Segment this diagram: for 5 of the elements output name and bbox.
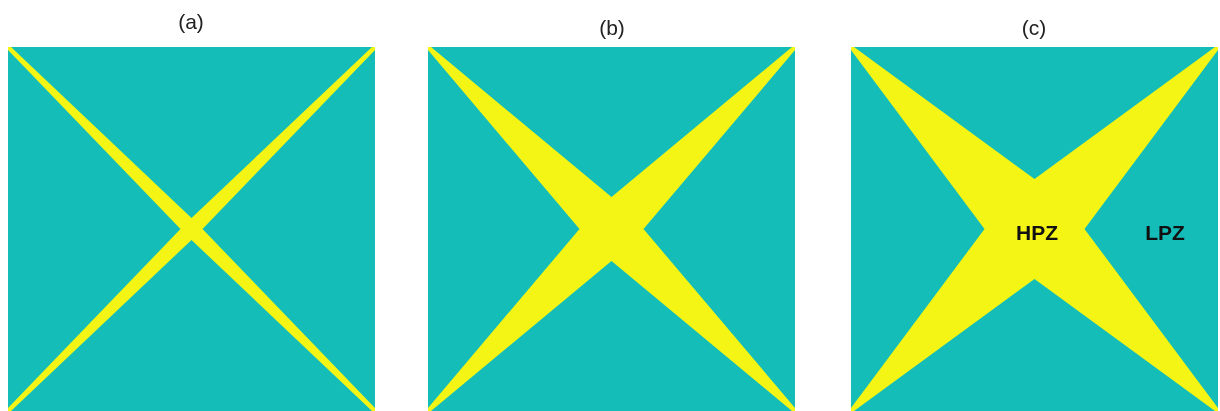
panel-label: (c) bbox=[1021, 16, 1047, 40]
zone-label: HPZ bbox=[1016, 221, 1058, 245]
zone-label: LPZ bbox=[1145, 221, 1185, 245]
panel-label: (a) bbox=[178, 10, 204, 34]
panel-label: (b) bbox=[599, 16, 625, 40]
